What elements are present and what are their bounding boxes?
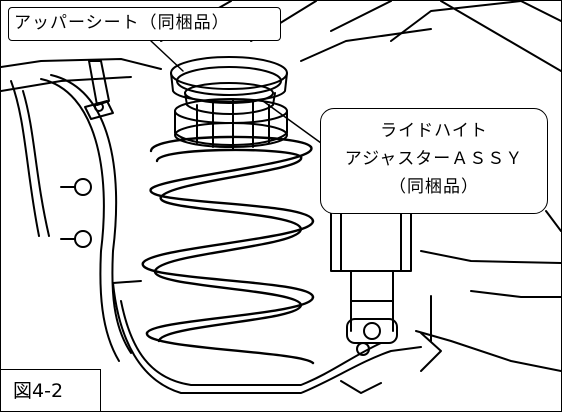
upper-seat-label: アッパーシート（同梱品） bbox=[8, 7, 281, 41]
frame-rail bbox=[415, 210, 561, 372]
hose-bracket bbox=[84, 60, 114, 120]
ride-height-label-line2: アジャスターＡＳＳＹ bbox=[344, 149, 524, 169]
ride-height-adjuster-label: ライドハイト アジャスターＡＳＳＹ （同梱品） bbox=[320, 108, 548, 214]
figure-number-label: 図4-2 bbox=[1, 369, 101, 411]
lower-control-arm bbox=[112, 280, 442, 394]
upper-seat-drawing bbox=[170, 56, 288, 115]
ride-height-label-line3: （同梱品） bbox=[389, 177, 479, 197]
figure-number-text: 図4-2 bbox=[13, 380, 64, 402]
coil-spring bbox=[141, 135, 315, 365]
ride-height-adjuster-drawing bbox=[174, 98, 288, 150]
upper-seat-label-text: アッパーシート（同梱品） bbox=[14, 13, 230, 33]
ride-height-label-line1: ライドハイト bbox=[380, 121, 488, 141]
leader-lines bbox=[150, 40, 322, 144]
brake-hose bbox=[10, 74, 132, 362]
